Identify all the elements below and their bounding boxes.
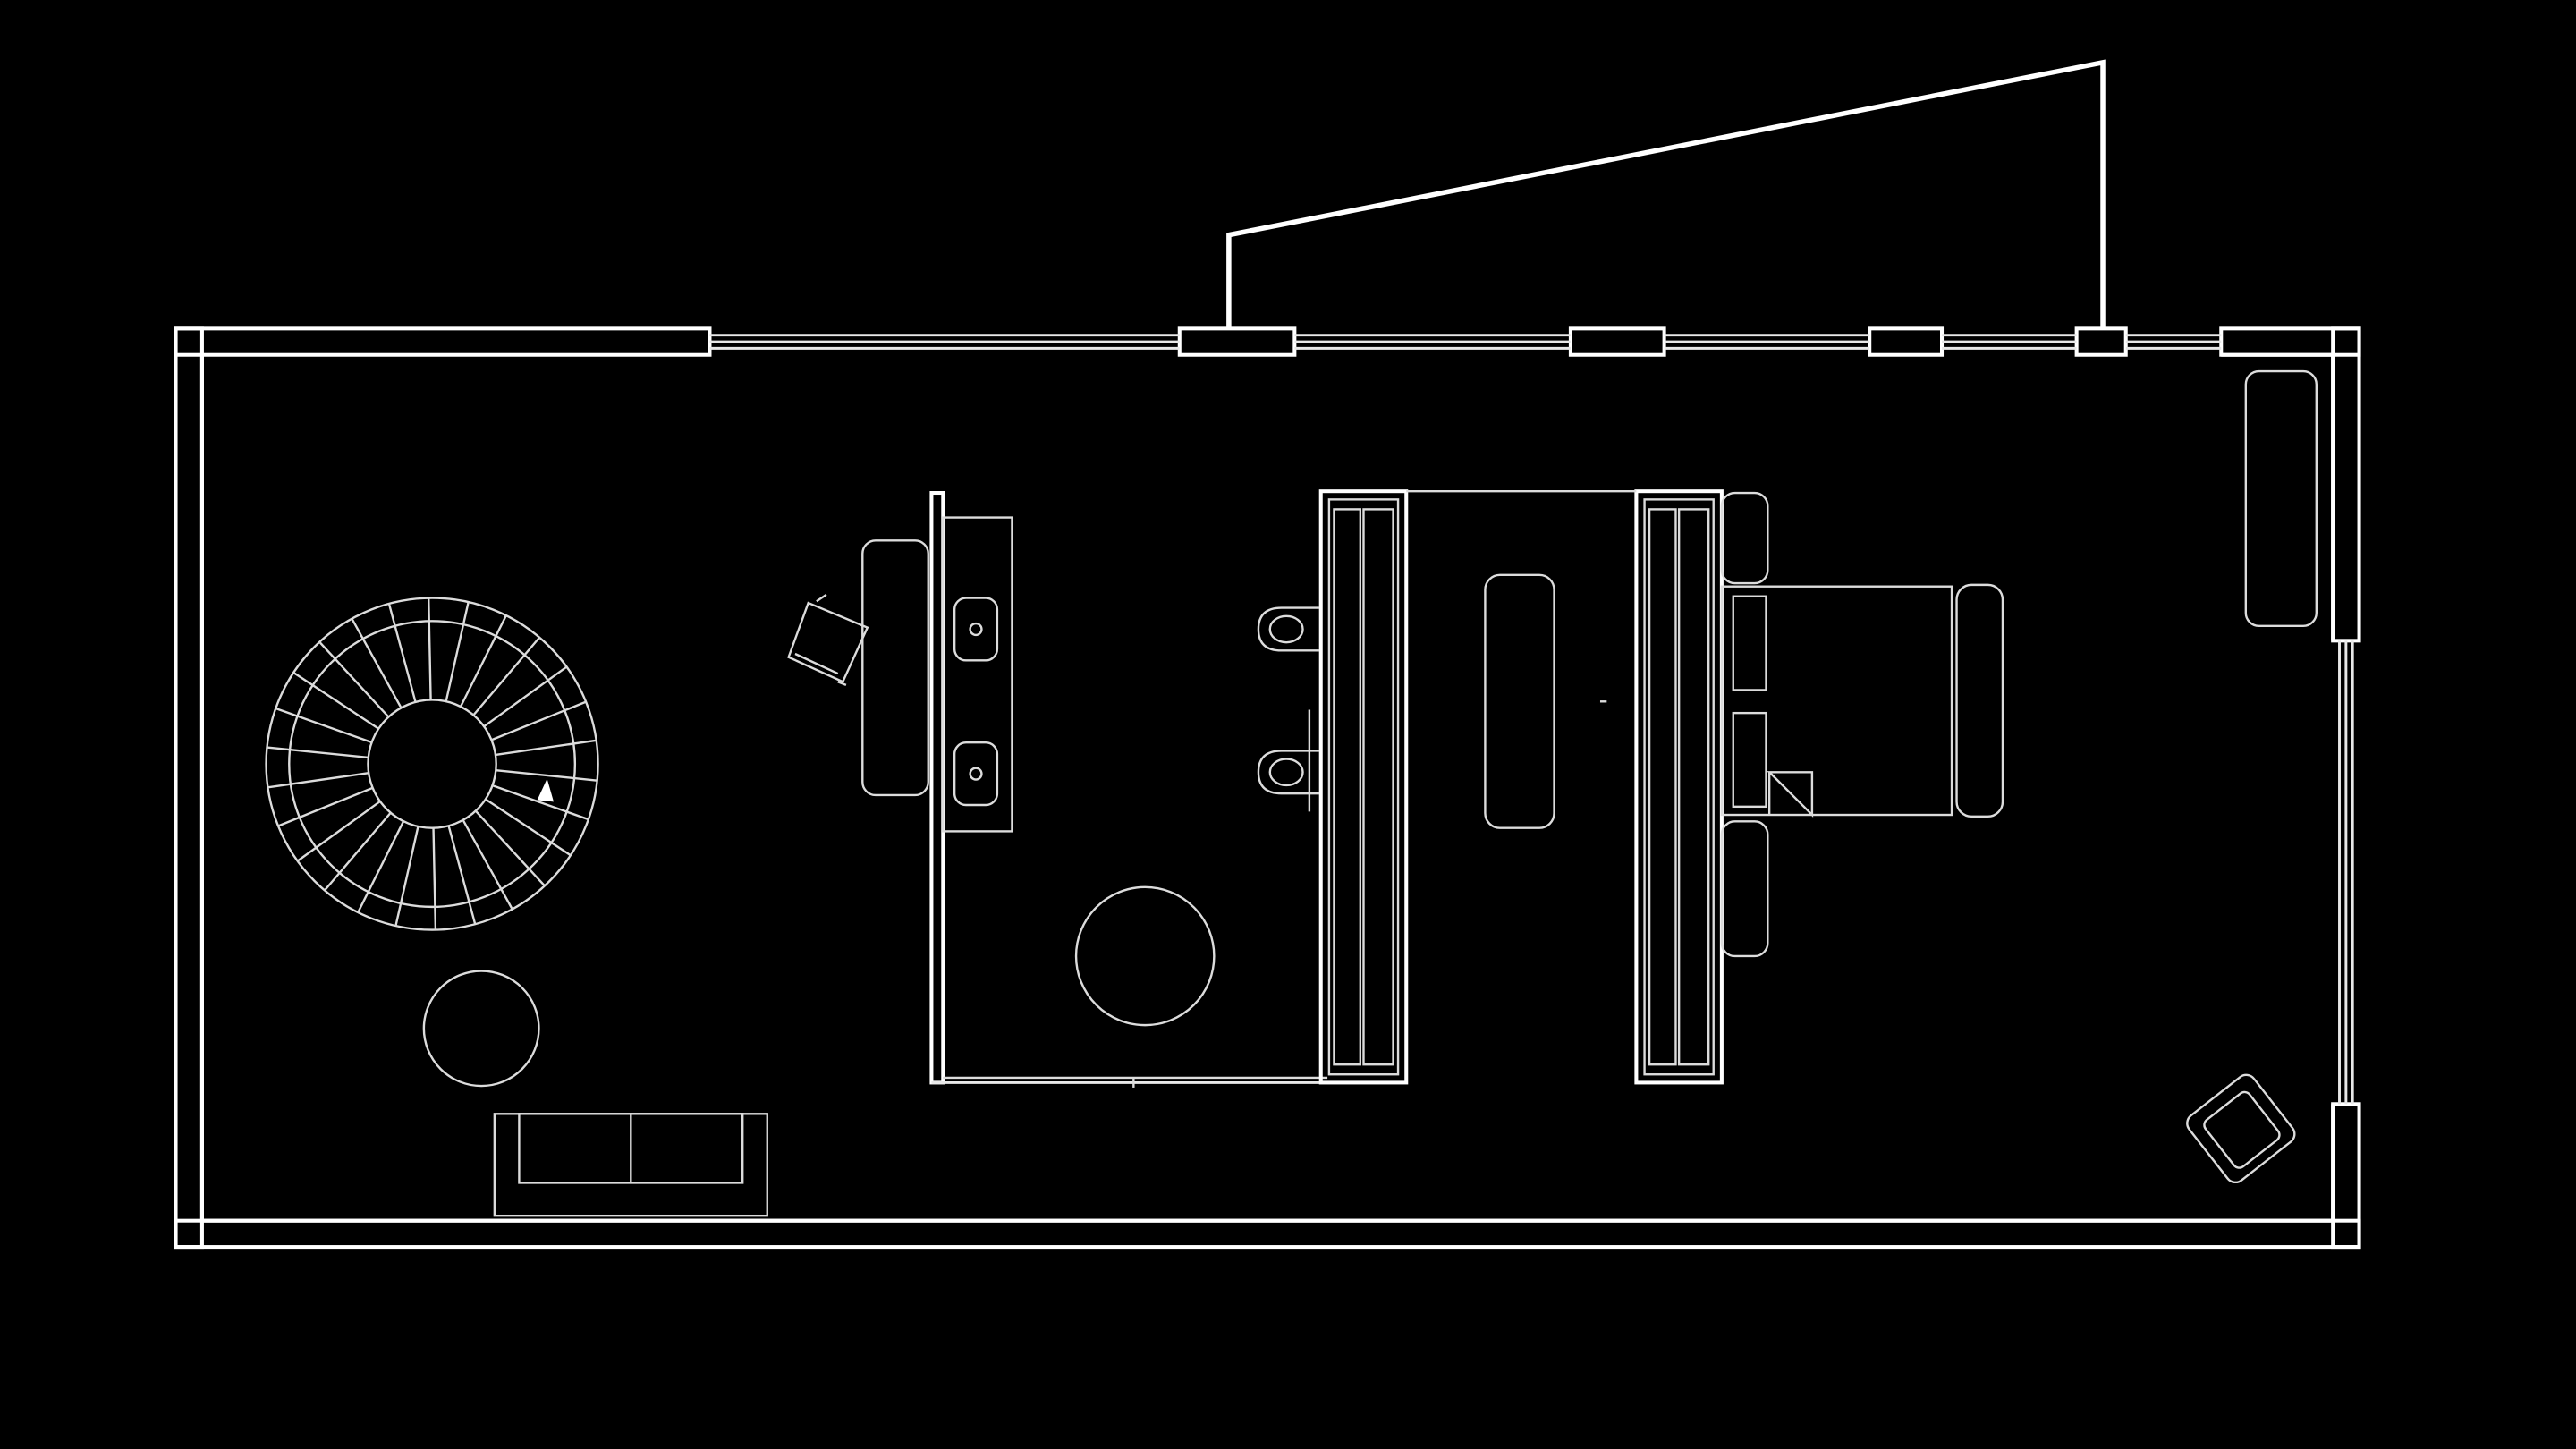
desk xyxy=(861,539,929,797)
window-top-4 xyxy=(1942,334,2077,350)
stair-tread xyxy=(318,640,390,718)
stair-tread xyxy=(447,826,477,925)
stair-tread xyxy=(267,772,369,789)
stair-tread xyxy=(496,769,597,782)
spiral-staircase xyxy=(265,597,599,931)
toilet-2 xyxy=(1257,750,1319,795)
stair-tread xyxy=(485,798,572,857)
desk-chair xyxy=(787,593,869,687)
stair-tread xyxy=(351,618,402,709)
closet-right xyxy=(1634,489,1724,1085)
bench-end-of-bed xyxy=(1955,583,2004,818)
bench xyxy=(1484,573,1555,829)
stair-tread xyxy=(324,811,392,892)
armchair xyxy=(2186,1073,2296,1184)
stair-tread xyxy=(474,809,546,887)
window-top-5 xyxy=(2125,334,2222,350)
stair-tread xyxy=(357,820,405,913)
stair-tread xyxy=(275,707,373,744)
pillow-2 xyxy=(1732,711,1767,809)
stair-tread xyxy=(267,746,369,759)
closet-left xyxy=(1318,489,1409,1085)
window-top-2 xyxy=(1294,334,1571,350)
stair-tread xyxy=(462,819,513,911)
stair-tread xyxy=(495,739,597,757)
stair-tread xyxy=(445,601,470,702)
pillow-1 xyxy=(1732,595,1767,691)
wall-right-upper xyxy=(2331,326,2361,643)
stair-tread xyxy=(394,826,419,927)
stair-tread xyxy=(292,671,379,730)
balcony-outline xyxy=(1226,59,2106,329)
stair-tread xyxy=(472,636,541,716)
windows xyxy=(709,334,2354,1105)
window-top-3 xyxy=(1664,334,1870,350)
round-rug xyxy=(1074,886,1216,1027)
vanity-unit xyxy=(929,491,1328,1088)
stair-tread xyxy=(459,614,507,708)
exterior-walls xyxy=(174,326,2361,1250)
bed xyxy=(1720,585,1953,818)
window-right xyxy=(2338,640,2354,1105)
washbasin-2 xyxy=(953,741,999,807)
window-top-1 xyxy=(709,334,1180,350)
toilet-1 xyxy=(1257,606,1319,652)
wall-inner-face xyxy=(199,352,2335,1223)
stair-tread xyxy=(428,597,432,700)
wall-top-pier-3 xyxy=(1868,326,1945,357)
stair-tread xyxy=(387,603,417,703)
stair-tread xyxy=(483,665,568,728)
wall-left xyxy=(174,326,204,1250)
wall-right-lower xyxy=(2331,1102,2361,1250)
wall-top-right xyxy=(2219,326,2361,357)
wall-top-pier-1 xyxy=(1177,326,1297,357)
stair-tread xyxy=(492,784,589,821)
nightstand-2 xyxy=(1720,820,1769,958)
stair-direction-arrow xyxy=(537,778,554,802)
stair-tread xyxy=(432,827,437,930)
round-side-table xyxy=(422,970,540,1088)
window-seat xyxy=(2244,369,2318,627)
wall-top-pier-2 xyxy=(1568,326,1666,357)
stair-tread xyxy=(491,700,587,741)
wall-top-pier-4 xyxy=(2074,326,2128,357)
sofa xyxy=(493,1113,768,1217)
wall-top-left xyxy=(174,326,712,357)
stair-tread xyxy=(277,786,374,827)
stair-tread xyxy=(296,800,381,862)
wall-bottom xyxy=(174,1218,2361,1250)
washbasin-1 xyxy=(953,597,999,662)
nightstand-1 xyxy=(1720,491,1769,585)
